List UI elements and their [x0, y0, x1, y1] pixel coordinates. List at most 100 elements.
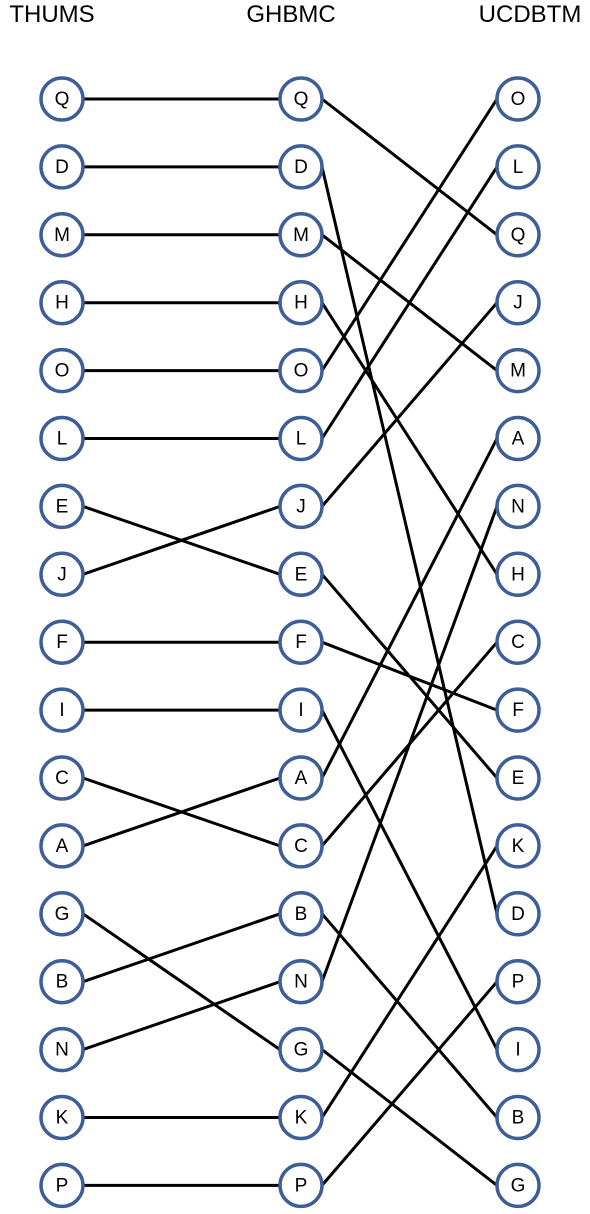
node-ucdbtm-d: D [495, 891, 541, 937]
node-label: H [55, 293, 69, 314]
node-ghbmc-i: I [278, 687, 324, 733]
node-circle [278, 958, 324, 1005]
node-circle [495, 755, 541, 801]
node-circle [495, 1026, 541, 1073]
link-ghbmc-ucdbtm-l [320, 166, 499, 440]
node-circle [495, 619, 541, 665]
node-circle [278, 755, 324, 801]
link-ghbmc-ucdbtm-b [320, 912, 499, 1119]
node-ucdbtm-o: O [495, 76, 541, 122]
node-circle [495, 212, 541, 258]
column-title-ucdbtm: UCDBTM [479, 1, 582, 28]
node-circle [495, 891, 541, 937]
node-ucdbtm-n: N [495, 483, 541, 530]
node-label: H [294, 293, 308, 314]
node-thums-a: A [39, 823, 85, 869]
node-ghbmc-j: J [278, 483, 324, 530]
node-circle [39, 76, 85, 122]
node-ucdbtm-c: C [495, 619, 541, 665]
node-circle [39, 823, 85, 869]
node-thums-n: N [39, 1026, 85, 1073]
link-ghbmc-ucdbtm-i [320, 709, 499, 1051]
node-circle [39, 958, 85, 1005]
node-ghbmc-l: L [278, 415, 324, 462]
node-thums-q: Q [39, 76, 85, 122]
link-thums-ghbmc-g [82, 912, 281, 1051]
node-label: L [57, 429, 68, 450]
node-ghbmc-b: B [278, 891, 324, 937]
node-label: A [56, 836, 69, 857]
node-thums-p: P [39, 1162, 85, 1209]
link-ghbmc-ucdbtm-f [321, 640, 498, 712]
node-label: L [513, 157, 524, 178]
node-circle [495, 347, 541, 394]
node-circle [495, 1162, 541, 1209]
node-circle [278, 1162, 324, 1209]
node-label: K [56, 1108, 69, 1129]
node-thums-b: B [39, 958, 85, 1005]
node-label: D [55, 157, 69, 178]
node-circle [39, 755, 85, 801]
node-circle [39, 212, 85, 258]
node-ghbmc-d: D [278, 144, 324, 190]
node-label: O [294, 361, 309, 382]
node-ucdbtm-j: J [495, 279, 541, 326]
node-label: N [55, 1040, 69, 1061]
node-label: I [515, 1040, 520, 1061]
node-ucdbtm-q: Q [495, 212, 541, 258]
node-thums-f: F [39, 619, 85, 665]
node-circle [39, 687, 85, 733]
node-circle [278, 483, 324, 530]
link-ghbmc-ucdbtm-n [320, 505, 499, 983]
node-circle [495, 144, 541, 190]
node-ghbmc-p: P [278, 1162, 324, 1209]
node-thums-g: G [39, 891, 85, 937]
node-circle [495, 823, 541, 869]
node-ghbmc-n: N [278, 958, 324, 1005]
node-label: F [512, 700, 524, 721]
node-circle [495, 958, 541, 1005]
node-thums-m: M [39, 212, 85, 258]
node-circle [278, 415, 324, 462]
node-label: Q [294, 89, 309, 110]
node-circle [278, 279, 324, 326]
links-layer [82, 97, 499, 1187]
node-label: C [511, 632, 525, 653]
link-ghbmc-ucdbtm-a [320, 437, 499, 779]
node-label: E [512, 768, 525, 789]
node-label: M [510, 361, 526, 382]
node-ucdbtm-m: M [495, 347, 541, 394]
link-ghbmc-ucdbtm-j [320, 301, 499, 508]
node-label: P [512, 972, 525, 993]
node-ucdbtm-p: P [495, 958, 541, 1005]
column-title-thums: THUMS [9, 1, 94, 28]
node-label: N [511, 496, 525, 517]
link-ghbmc-ucdbtm-q [321, 97, 498, 236]
node-thums-j: J [39, 551, 85, 598]
node-thums-i: I [39, 687, 85, 733]
node-circle [278, 687, 324, 733]
node-label: I [59, 700, 64, 721]
node-circle [495, 415, 541, 462]
node-circle [495, 483, 541, 530]
node-label: D [511, 904, 525, 925]
node-label: E [295, 564, 308, 585]
link-ghbmc-ucdbtm-g [321, 1048, 498, 1187]
node-label: O [511, 89, 526, 110]
node-circle [39, 1162, 85, 1209]
node-label: G [511, 1175, 526, 1196]
node-label: B [512, 1108, 525, 1129]
node-label: B [56, 972, 69, 993]
node-label: G [55, 904, 70, 925]
node-circle [278, 619, 324, 665]
node-circle [39, 551, 85, 598]
node-label: M [293, 225, 309, 246]
node-circle [39, 1094, 85, 1141]
link-thums-ghbmc-j [82, 504, 281, 576]
node-ghbmc-h: H [278, 279, 324, 326]
node-ghbmc-e: E [278, 551, 324, 598]
node-circle [278, 76, 324, 122]
node-ghbmc-m: M [278, 212, 324, 258]
node-label: F [56, 632, 68, 653]
